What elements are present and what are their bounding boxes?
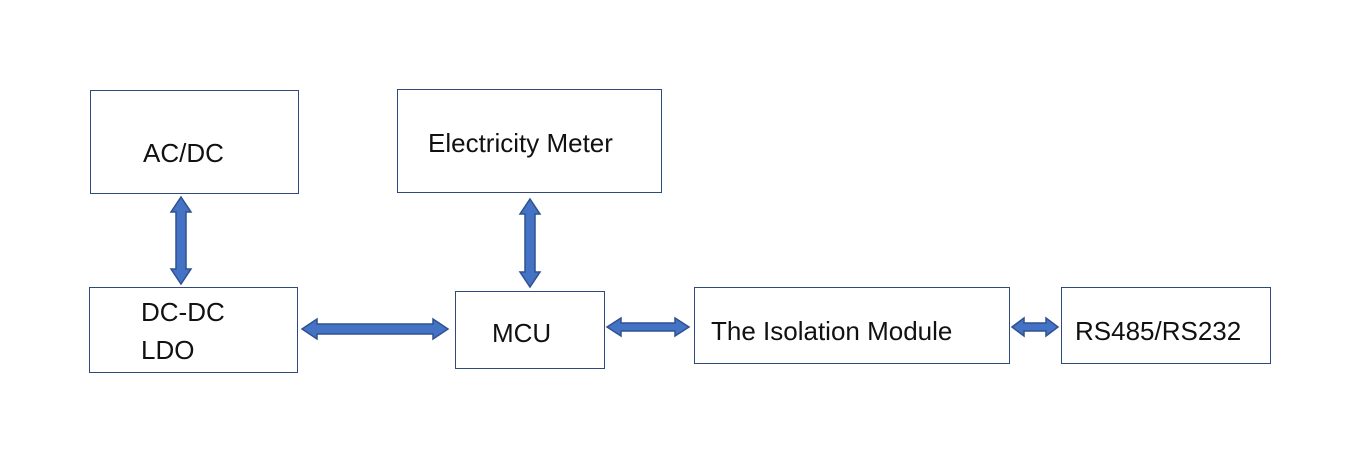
electricity-meter-box bbox=[397, 89, 662, 193]
mcu-box bbox=[455, 291, 605, 369]
acdc-box bbox=[90, 90, 299, 194]
arrow-isolation-rs bbox=[1010, 316, 1060, 338]
arrow-mcu-isolation bbox=[605, 316, 691, 338]
rs485-rs232-label: RS485/RS232 bbox=[1075, 316, 1242, 346]
dcdc-label: DC-DC bbox=[141, 297, 225, 327]
arrow-acdc-dcdc bbox=[169, 195, 193, 286]
isolation-module-box bbox=[694, 287, 1010, 364]
mcu-label: MCU bbox=[492, 318, 552, 348]
arrow-dcdc-mcu bbox=[300, 317, 450, 341]
isolation-module-label: The Isolation Module bbox=[711, 316, 953, 346]
electricity-meter-label: Electricity Meter bbox=[428, 128, 613, 158]
acdc-label: AC/DC bbox=[143, 138, 224, 168]
rs485-rs232-box bbox=[1061, 287, 1271, 364]
ldo-label: LDO bbox=[141, 335, 195, 365]
dcdc-ldo-box bbox=[89, 287, 298, 373]
arrow-meter-mcu bbox=[518, 197, 542, 289]
